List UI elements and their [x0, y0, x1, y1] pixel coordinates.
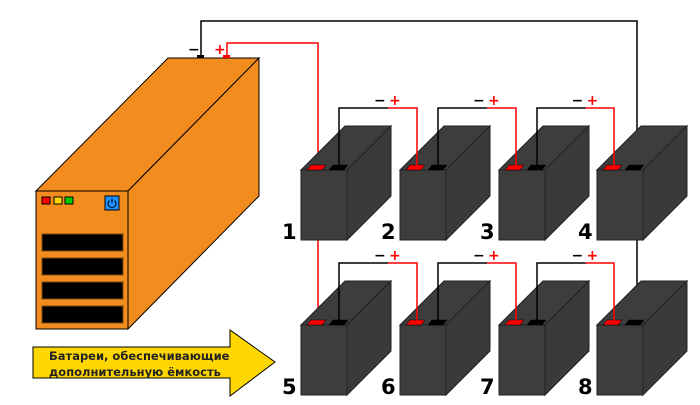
link-minus-label: − — [572, 93, 584, 109]
battery-terminal-minus — [328, 319, 349, 326]
battery-front — [596, 169, 644, 241]
battery-front — [399, 169, 447, 241]
ups-terminal-minus — [197, 55, 204, 58]
battery-terminal-minus — [624, 319, 645, 326]
battery-3: 3 — [480, 124, 591, 244]
battery-front — [300, 324, 348, 396]
series-link-negative — [437, 262, 487, 322]
power-icon — [107, 198, 117, 209]
link-minus-label: − — [374, 93, 386, 109]
ups-indicator-green — [64, 196, 74, 205]
battery-number-label: 8 — [578, 375, 593, 399]
battery-front — [596, 324, 644, 396]
battery-7: 7 — [480, 279, 591, 399]
battery-terminal-plus — [504, 319, 525, 326]
series-link-positive — [585, 107, 615, 167]
power-button[interactable] — [104, 195, 120, 211]
battery-number-label: 7 — [480, 375, 495, 399]
series-link-negative — [536, 262, 586, 322]
series-link-negative — [338, 262, 388, 322]
battery-front — [498, 169, 546, 241]
battery-number-label: 4 — [578, 220, 593, 244]
capacity-arrow: Батареи, обеспечивающие дополнительную ё… — [32, 329, 276, 398]
link-plus-label: + — [389, 93, 401, 109]
battery-front — [399, 324, 447, 396]
series-link-positive — [487, 262, 517, 322]
series-link-negative — [536, 107, 586, 167]
battery-8: 8 — [578, 279, 689, 399]
series-link-negative — [437, 107, 487, 167]
battery-number-label: 3 — [480, 220, 495, 244]
ups-plus-label: + — [214, 42, 226, 58]
battery-terminal-minus — [526, 319, 547, 326]
battery-terminal-minus — [427, 319, 448, 326]
series-link-positive — [388, 107, 418, 167]
battery-terminal-plus — [306, 164, 327, 171]
ups-indicator-red — [41, 196, 51, 205]
battery-5: 5 — [282, 279, 393, 399]
arrow-shape — [32, 329, 276, 398]
battery-terminal-plus — [602, 164, 623, 171]
link-plus-label: + — [488, 93, 500, 109]
ups-indicator-yellow — [53, 196, 63, 205]
ups-slot-2 — [41, 257, 124, 276]
battery-number-label: 5 — [282, 375, 297, 399]
battery-1: 1 — [282, 124, 393, 244]
battery-terminal-minus — [328, 164, 349, 171]
ups-slot-3 — [41, 281, 124, 300]
series-link-positive — [585, 262, 615, 322]
battery-terminal-plus — [405, 319, 426, 326]
arrow-line-1: Батареи, обеспечивающие — [49, 349, 230, 363]
battery-terminal-plus — [405, 164, 426, 171]
battery-front — [498, 324, 546, 396]
link-plus-label: + — [488, 248, 500, 264]
link-minus-label: − — [473, 93, 485, 109]
battery-4: 4 — [578, 124, 689, 244]
battery-terminal-minus — [526, 164, 547, 171]
battery-terminal-minus — [624, 164, 645, 171]
ups-unit: − + — [34, 42, 261, 331]
link-minus-label: − — [374, 248, 386, 264]
battery-terminal-minus — [427, 164, 448, 171]
battery-terminal-plus — [504, 164, 525, 171]
battery-2: 2 — [381, 124, 492, 244]
battery-number-label: 2 — [381, 220, 396, 244]
series-link-positive — [487, 107, 517, 167]
link-minus-label: − — [572, 248, 584, 264]
arrow-line-2: дополнительную ёмкость — [49, 365, 221, 379]
series-link-positive — [388, 262, 418, 322]
ups-slot-1 — [41, 233, 124, 252]
link-plus-label: + — [587, 93, 599, 109]
ups-terminal-plus — [223, 55, 230, 58]
battery-number-label: 6 — [381, 375, 396, 399]
battery-terminal-plus — [306, 319, 327, 326]
battery-front — [300, 169, 348, 241]
battery-terminal-plus — [602, 319, 623, 326]
link-plus-label: + — [587, 248, 599, 264]
link-minus-label: − — [473, 248, 485, 264]
ups-minus-label: − — [188, 42, 200, 58]
link-plus-label: + — [389, 248, 401, 264]
ups-slot-4 — [41, 305, 124, 324]
battery-6: 6 — [381, 279, 492, 399]
series-link-negative — [338, 107, 388, 167]
battery-number-label: 1 — [282, 220, 297, 244]
